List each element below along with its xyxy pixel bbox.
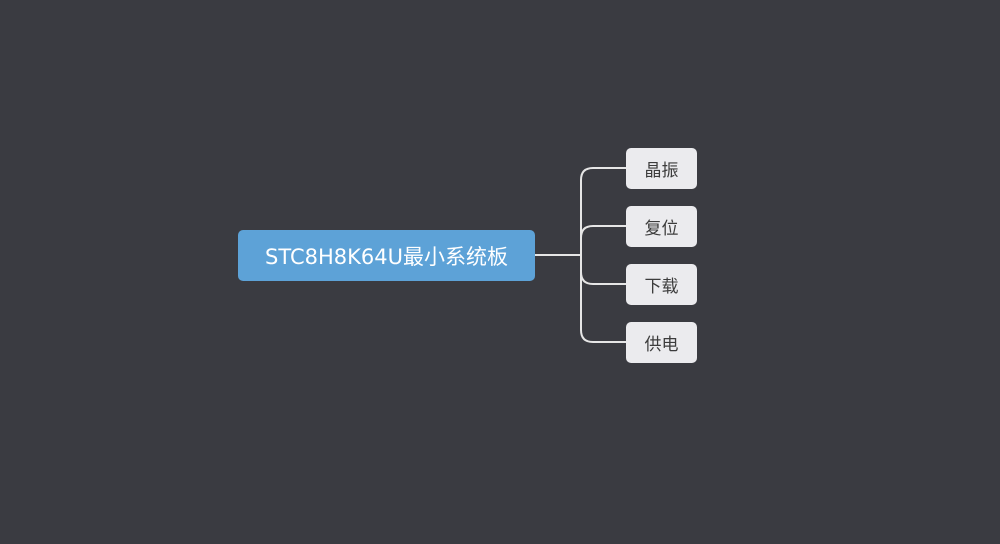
child-node-label: 复位 [644,219,679,239]
mindmap-root-node[interactable]: STC8H8K64U最小系统板 [238,230,535,281]
child-node-label: 下载 [644,277,679,297]
connector-branch-1 [580,225,627,256]
mindmap-child-node-reset[interactable]: 复位 [626,206,697,247]
child-node-label: 晶振 [644,161,679,181]
root-node-label: STC8H8K64U最小系统板 [265,244,508,269]
mindmap-child-node-power[interactable]: 供电 [626,322,697,363]
mindmap-child-node-crystal[interactable]: 晶振 [626,148,697,189]
connector-branch-3 [580,254,627,343]
child-node-label: 供电 [644,335,679,355]
mindmap-child-node-download[interactable]: 下载 [626,264,697,305]
connector-branch-0 [580,167,627,256]
connector-branch-2 [580,254,627,285]
